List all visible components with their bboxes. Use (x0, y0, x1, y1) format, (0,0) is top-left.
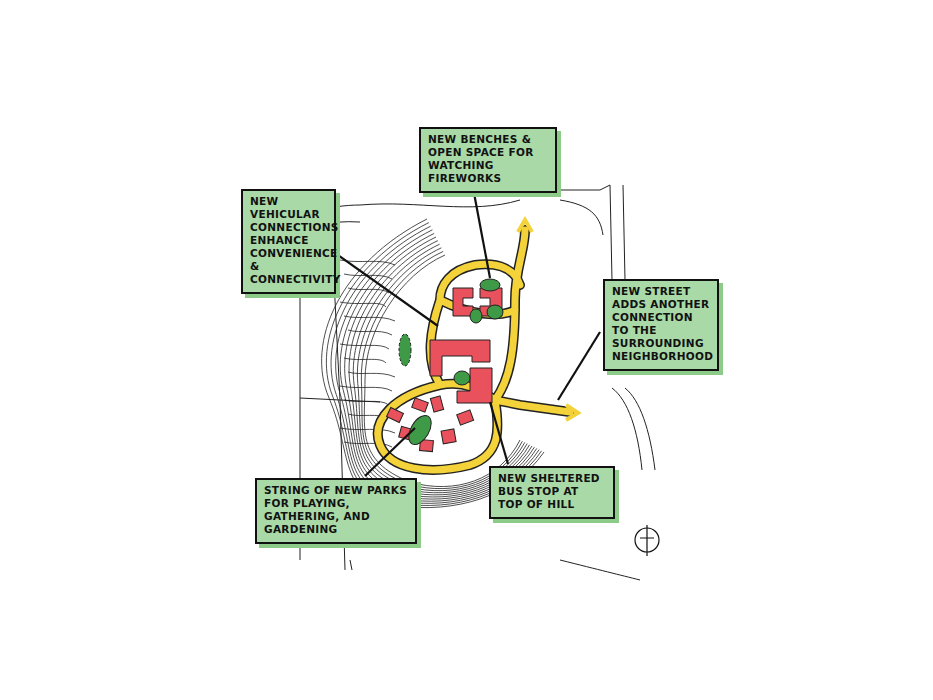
callout-text: NEW STREET ADDS ANOTHER CONNECTION TO TH… (612, 285, 711, 363)
callout-text: NEW SHELTERED BUS STOP AT TOP OF HILL (498, 472, 607, 511)
callout-box: NEW STREET ADDS ANOTHER CONNECTION TO TH… (603, 279, 719, 371)
callout-box: NEW SHELTERED BUS STOP AT TOP OF HILL (489, 466, 615, 519)
callout-text: STRING OF NEW PARKS FOR PLAYING, GATHERI… (264, 484, 409, 536)
roads (378, 220, 578, 470)
leader-lines (328, 193, 600, 476)
buildings (387, 288, 502, 452)
parks (399, 279, 503, 448)
callout-text: NEW BENCHES & OPEN SPACE FOR WATCHING FI… (428, 133, 549, 185)
callout-text: NEW VEHICULAR CONNECTIONS ENHANCE CONVEN… (250, 195, 328, 286)
callout-box: STRING OF NEW PARKS FOR PLAYING, GATHERI… (255, 478, 417, 544)
callout-box: NEW VEHICULAR CONNECTIONS ENHANCE CONVEN… (241, 189, 336, 294)
north-arrow (635, 525, 659, 556)
callout-box: NEW BENCHES & OPEN SPACE FOR WATCHING FI… (419, 127, 557, 193)
